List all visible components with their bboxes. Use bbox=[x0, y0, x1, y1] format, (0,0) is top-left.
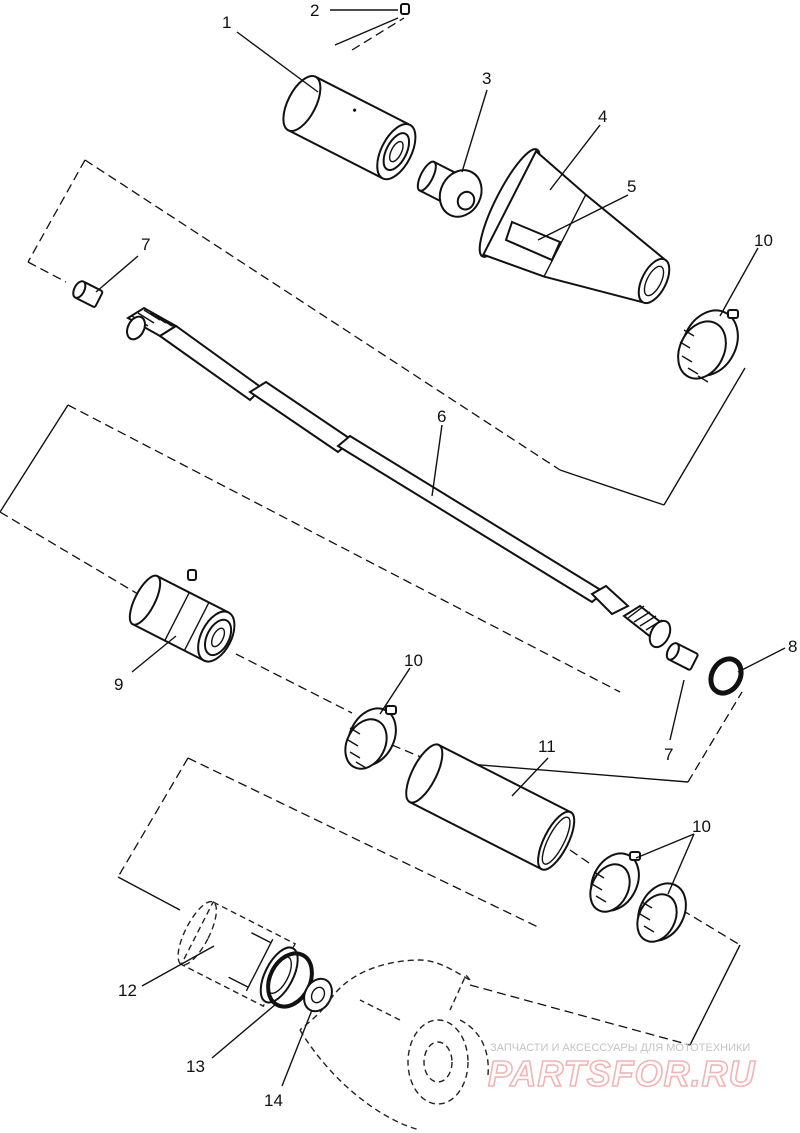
callout-5: 5 bbox=[627, 177, 636, 196]
callout-10-lower: 10 bbox=[692, 817, 711, 836]
callout-7-upper: 7 bbox=[141, 235, 150, 254]
part-6-drive-shaft bbox=[126, 306, 672, 649]
part-7-bushing-upper bbox=[72, 280, 104, 308]
callout-10-middle: 10 bbox=[404, 651, 423, 670]
part-5-decal bbox=[504, 220, 562, 262]
part-10-hose-clamp-lower-left bbox=[589, 851, 641, 913]
part-10-hose-clamp-upper bbox=[677, 309, 739, 383]
part-3-coupler bbox=[416, 160, 483, 218]
watermark: ЗАПЧАСТИ И АКСЕССУАРЫ ДЛЯ МОТОТЕХНИКИ PA… bbox=[487, 1042, 756, 1095]
alignment-frame-upper bbox=[27, 17, 746, 506]
callout-8: 8 bbox=[788, 637, 797, 656]
callout-6: 6 bbox=[437, 407, 446, 426]
part-10-hose-clamp-lower-right bbox=[636, 882, 687, 943]
part-8-o-ring bbox=[708, 656, 744, 696]
watermark-tagline: ЗАПЧАСТИ И АКСЕССУАРЫ ДЛЯ МОТОТЕХНИКИ bbox=[490, 1042, 750, 1054]
callout-labels: 1 2 3 4 5 7 10 6 9 10 8 7 11 10 12 13 14 bbox=[114, 1, 797, 1110]
part-1-bearing-housing bbox=[282, 75, 417, 181]
part-9-bearing-housing bbox=[128, 574, 236, 663]
callout-2: 2 bbox=[310, 1, 319, 20]
callout-11: 11 bbox=[538, 737, 556, 756]
part-7-bushing-lower bbox=[665, 642, 699, 671]
callout-3: 3 bbox=[482, 69, 491, 88]
part-14-nut bbox=[303, 977, 333, 1013]
propeller-phantom bbox=[299, 959, 489, 1131]
alignment-frame-lower bbox=[117, 757, 741, 1046]
callout-7-lower: 7 bbox=[664, 745, 673, 764]
part-11-boot-sleeve bbox=[405, 743, 576, 871]
part-9-grease-fitting bbox=[187, 569, 197, 581]
callout-10-upper: 10 bbox=[754, 231, 773, 250]
callout-4: 4 bbox=[598, 107, 607, 126]
leader-lines bbox=[95, 9, 786, 1087]
callout-13: 13 bbox=[186, 1057, 205, 1076]
part-2-set-screw bbox=[400, 3, 410, 15]
callout-1: 1 bbox=[222, 13, 231, 32]
watermark-brand: PARTSFOR.RU bbox=[488, 1053, 756, 1094]
callout-12: 12 bbox=[118, 981, 137, 1000]
part-4-housing bbox=[478, 148, 671, 305]
callout-9: 9 bbox=[114, 675, 123, 694]
callout-14: 14 bbox=[264, 1091, 283, 1110]
part-10-hose-clamp-middle bbox=[344, 705, 397, 770]
